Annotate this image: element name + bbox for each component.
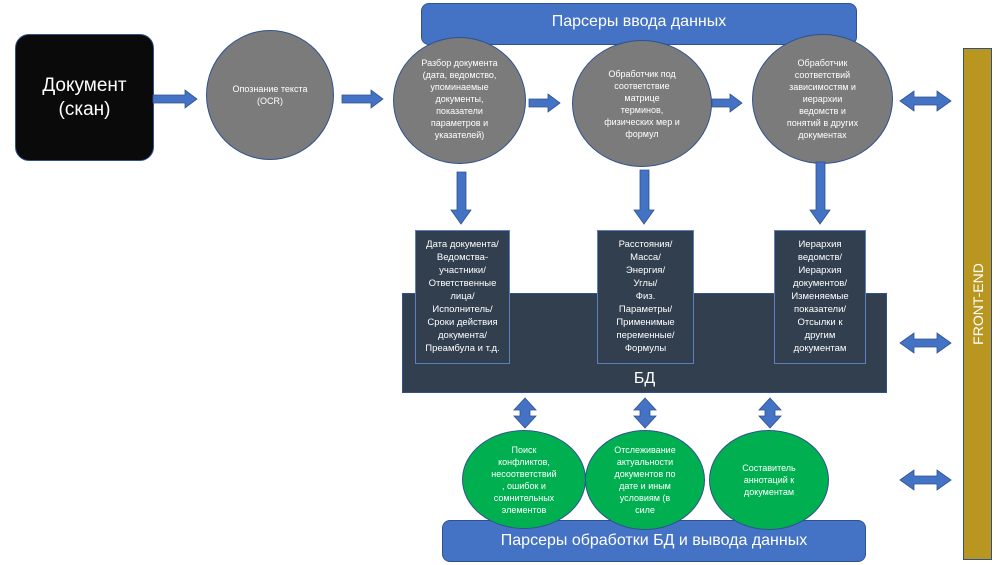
arrow-parsing-to-terms: [528, 93, 561, 113]
arrow-frontend-middle-bidirectional: [899, 332, 952, 354]
ocr-circle: Опознание текста (OCR): [206, 30, 334, 160]
db-box-physical-parameters: Расстояния/ Масса/ Энергия/ Углы/ Физ. П…: [597, 230, 694, 364]
database-label: БД: [402, 368, 887, 390]
dependency-handler-circle-label: Обработчик соответствий зависимостям и и…: [786, 58, 859, 140]
arrow-db-relevance-bidirectional: [633, 397, 657, 429]
document-parsing-circle: Разбор документа (дата, ведомство, упоми…: [393, 37, 526, 164]
ocr-circle-label: Опознание текста (OCR): [232, 84, 308, 106]
input-parsers-banner-label: Парсеры ввода данных: [551, 13, 727, 30]
term-matrix-handler-circle-label: Обработчик под соответствие матрице терм…: [604, 68, 680, 139]
database-label-text: БД: [633, 370, 656, 387]
arrow-frontend-bottom-bidirectional: [899, 469, 952, 491]
conflict-search-circle-label: Поиск конфликтов, несоответствий , ошибо…: [491, 444, 557, 515]
input-parsers-banner: Парсеры ввода данных: [421, 3, 857, 45]
db-box-hierarchies: Иерархия ведомств/ Иерархия документов/ …: [774, 230, 866, 364]
arrow-doc-to-ocr: [152, 89, 198, 109]
arrow-parsing-down: [450, 171, 472, 225]
annotation-composer-circle-label: Составитель аннотаций к документам: [742, 463, 796, 497]
dependency-handler-circle: Обработчик соответствий зависимостям и и…: [752, 34, 893, 164]
front-end-bar: FRONT-END: [963, 48, 992, 560]
arrow-db-annotations-bidirectional: [758, 397, 782, 429]
db-box-document-attributes: Дата документа/ Ведомства- участники/ От…: [415, 230, 510, 364]
document-parsing-circle-label: Разбор документа (дата, ведомство, упоми…: [421, 57, 498, 140]
arrow-terms-down: [633, 169, 655, 225]
relevance-tracking-circle: Отслеживание актуальности документов по …: [585, 430, 705, 530]
document-scan-label: Документ (скан): [42, 74, 127, 120]
arrow-dependency-down: [809, 161, 831, 225]
document-scan-box: Документ (скан): [15, 34, 154, 161]
annotation-composer-circle: Составитель аннотаций к документам: [709, 430, 829, 530]
relevance-tracking-circle-label: Отслеживание актуальности документов по …: [614, 445, 676, 515]
arrow-terms-to-dependency: [711, 93, 743, 113]
arrow-frontend-top-bidirectional: [899, 90, 952, 112]
conflict-search-circle: Поиск конфликтов, несоответствий , ошибо…: [462, 430, 586, 529]
output-parsers-banner-label: Парсеры обработки БД и вывода данных: [500, 532, 808, 549]
arrow-ocr-to-parsing: [341, 89, 384, 109]
term-matrix-handler-circle: Обработчик под соответствие матрице терм…: [572, 40, 712, 167]
arrow-db-conflicts-bidirectional: [513, 397, 537, 429]
